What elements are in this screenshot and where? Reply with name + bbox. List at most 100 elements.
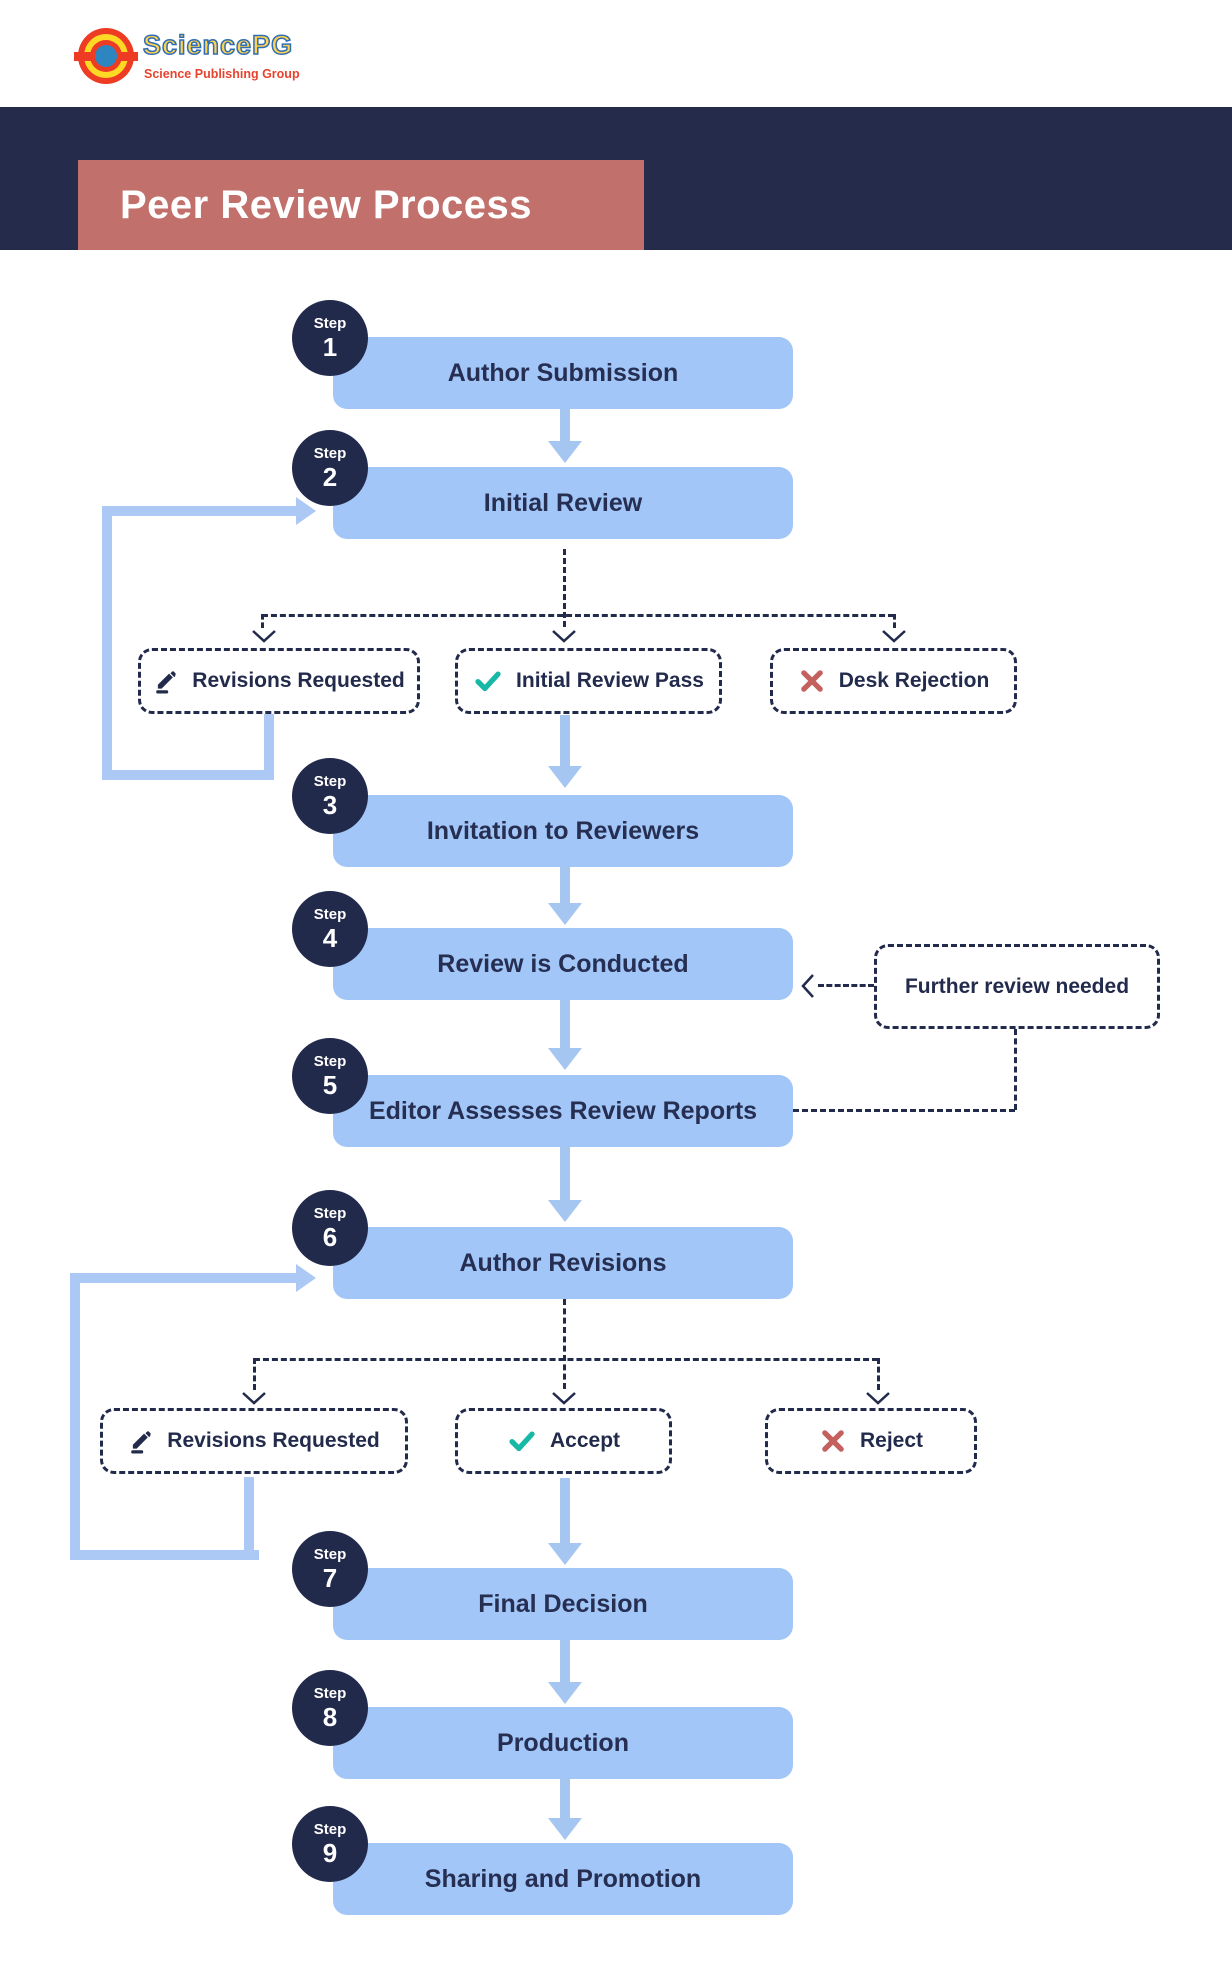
step-box-editor-assesses-review-reports: Editor Assesses Review Reports	[333, 1075, 793, 1147]
branch1-right-drop	[893, 614, 896, 628]
arrowhead-down-icon	[548, 1048, 582, 1070]
step-number: 1	[322, 332, 338, 362]
dashed-arrowhead-down-icon	[252, 630, 276, 643]
step-box-label: Author Revisions	[459, 1248, 667, 1277]
arrow-step7-step8	[560, 1640, 570, 1684]
x-icon	[800, 670, 823, 692]
step-word: Step	[313, 1821, 347, 1838]
step-number: 9	[322, 1838, 338, 1868]
brand-name: SciencePG	[142, 29, 294, 61]
arrowhead-down-icon	[548, 766, 582, 788]
arrowhead-down-icon	[548, 903, 582, 925]
dashed-arrowhead-down-icon	[242, 1392, 266, 1405]
step-box-sharing-and-promotion: Sharing and Promotion	[333, 1843, 793, 1915]
option-label: Accept	[549, 1429, 621, 1452]
loop1-segment-top	[102, 506, 298, 516]
step-word: Step	[313, 773, 347, 790]
step-box-label: Invitation to Reviewers	[426, 816, 700, 845]
option-label: Desk Rejection	[838, 669, 990, 692]
branch2-right-drop	[877, 1358, 880, 1390]
step-word: Step	[313, 906, 347, 923]
step-box-label: Final Decision	[478, 1589, 648, 1618]
step-word: Step	[313, 1205, 347, 1222]
branch2-center-drop	[563, 1299, 566, 1389]
dashed-arrowhead-down-icon	[552, 630, 576, 643]
step-box-invitation-to-reviewers: Invitation to Reviewers	[333, 795, 793, 867]
loop2-segment-left	[70, 1273, 80, 1560]
option-label: Initial Review Pass	[516, 669, 704, 692]
arrow-step5-step6	[560, 1147, 570, 1202]
arrowhead-down-icon	[548, 441, 582, 463]
title-box: Peer Review Process	[78, 160, 644, 250]
step-box-label: Editor Assesses Review Reports	[368, 1096, 758, 1125]
arrow-pass-step3	[560, 715, 570, 768]
option-accept: Accept	[455, 1408, 672, 1474]
further-review-down-line	[1014, 1029, 1017, 1110]
branch2-left-drop	[253, 1358, 256, 1390]
step-box-author-revisions: Author Revisions	[333, 1227, 793, 1299]
arrow-step8-step9	[560, 1779, 570, 1820]
step-word: Step	[313, 1685, 347, 1702]
loop2-arrowhead-right-icon	[296, 1264, 316, 1292]
dashed-arrowhead-left-icon	[801, 974, 814, 998]
further-review-note: Further review needed	[874, 944, 1160, 1029]
step-box-initial-review: Initial Review	[333, 467, 793, 539]
loop1-segment-left	[102, 506, 112, 780]
step-box-label: Production	[497, 1728, 629, 1757]
option-label: Reject	[859, 1429, 924, 1452]
option-label: Revisions Requested	[192, 669, 405, 692]
logo-center-dot	[95, 45, 117, 67]
arrowhead-down-icon	[548, 1682, 582, 1704]
pencil-icon	[156, 671, 176, 694]
step-word: Step	[313, 1546, 347, 1563]
loop1-segment-bottom	[102, 770, 274, 780]
step-box-label: Review is Conducted	[437, 949, 689, 978]
arrowhead-down-icon	[548, 1818, 582, 1840]
arrowhead-down-icon	[548, 1543, 582, 1565]
branch2-horizontal	[254, 1358, 878, 1361]
x-icon	[822, 1430, 844, 1452]
step-box-review-is-conducted: Review is Conducted	[333, 928, 793, 1000]
step-number: 6	[322, 1222, 338, 1252]
arrow-step4-step5	[560, 1000, 570, 1050]
option-revisions-requested-2: Revisions Requested	[100, 1408, 408, 1474]
branch1-center-drop	[563, 549, 566, 627]
dashed-arrowhead-down-icon	[552, 1392, 576, 1405]
loop1-segment-down	[264, 713, 274, 780]
brand-tagline: Science Publishing Group	[144, 67, 300, 81]
step-word: Step	[313, 1053, 347, 1070]
dashed-arrowhead-down-icon	[866, 1392, 890, 1405]
option-reject: Reject	[765, 1408, 977, 1474]
loop2-segment-down	[244, 1477, 254, 1560]
option-label: Revisions Requested	[167, 1429, 380, 1452]
sciencepg-logo-icon	[74, 28, 138, 84]
step-number: 3	[322, 790, 338, 820]
check-icon	[475, 671, 501, 692]
loop2-segment-bottom	[70, 1550, 259, 1560]
logo: SciencePG Science Publishing Group	[74, 28, 378, 88]
dashed-arrowhead-down-icon	[882, 630, 906, 643]
step-box-final-decision: Final Decision	[333, 1568, 793, 1640]
arrow-accept-step7	[560, 1478, 570, 1545]
option-revisions-requested-1: Revisions Requested	[138, 648, 420, 714]
step-number: 2	[322, 462, 338, 492]
step-word: Step	[313, 315, 347, 332]
step-number: 4	[322, 923, 338, 953]
arrowhead-down-icon	[548, 1200, 582, 1222]
page-title: Peer Review Process	[120, 182, 532, 227]
step-box-label: Sharing and Promotion	[424, 1864, 702, 1893]
loop2-segment-top	[70, 1273, 296, 1283]
step-box-label: Initial Review	[483, 488, 643, 517]
step-number: 8	[322, 1702, 338, 1732]
loop1-arrowhead-right-icon	[296, 497, 316, 525]
option-initial-review-pass: Initial Review Pass	[455, 648, 722, 714]
branch1-horizontal	[262, 614, 894, 617]
